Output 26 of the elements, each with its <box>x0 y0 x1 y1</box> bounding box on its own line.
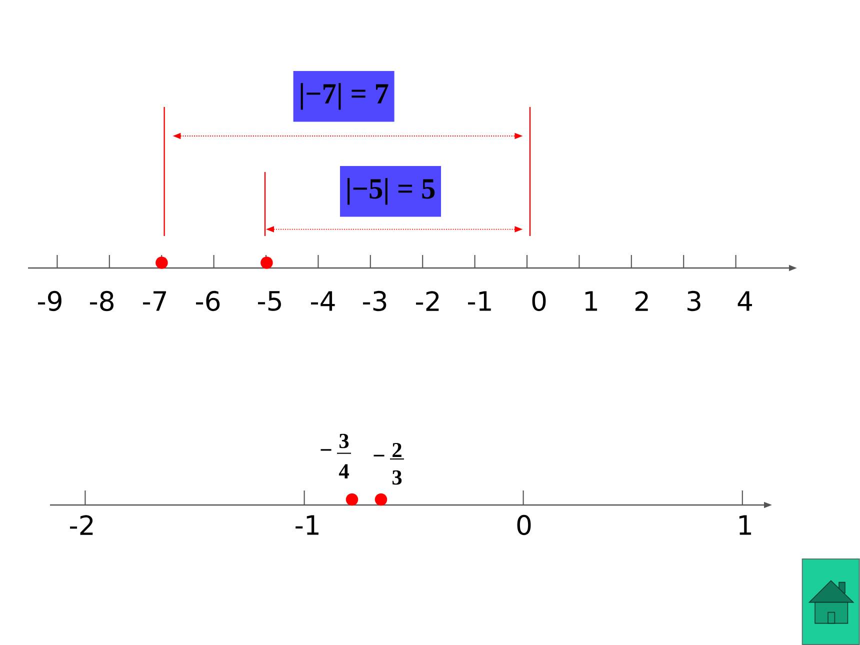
tick-label: -3 <box>363 290 386 312</box>
tick-label: 0 <box>532 290 546 312</box>
equation-box: |−7| = 7 <box>293 71 394 122</box>
tick-label: 2 <box>635 291 648 311</box>
minus-sign: − <box>320 449 332 451</box>
numerator: 3 <box>339 434 349 448</box>
tick-label: -2 <box>416 291 439 311</box>
tick-label: 0 <box>517 514 531 536</box>
tick-label: -7 <box>143 291 166 311</box>
tick-label: -2 <box>70 515 93 535</box>
tick-label: -9 <box>38 290 62 312</box>
tick-label: -1 <box>468 291 491 311</box>
tick-label: 4 <box>738 291 752 311</box>
tick-label: 1 <box>739 515 752 535</box>
tick-label: 1 <box>585 291 598 311</box>
tick-label: -5 <box>258 291 281 311</box>
numerator: 2 <box>392 442 402 458</box>
tick-label: -4 <box>311 291 335 311</box>
tick-label: -1 <box>296 515 318 535</box>
denominator: 4 <box>338 464 349 478</box>
tick-label: 3 <box>688 290 700 312</box>
tick-label: -6 <box>196 290 220 312</box>
equation-box: |−5| = 5 <box>340 166 441 217</box>
denominator: 3 <box>392 470 402 485</box>
minus-sign: − <box>374 454 384 456</box>
tick-label: -8 <box>90 290 114 312</box>
